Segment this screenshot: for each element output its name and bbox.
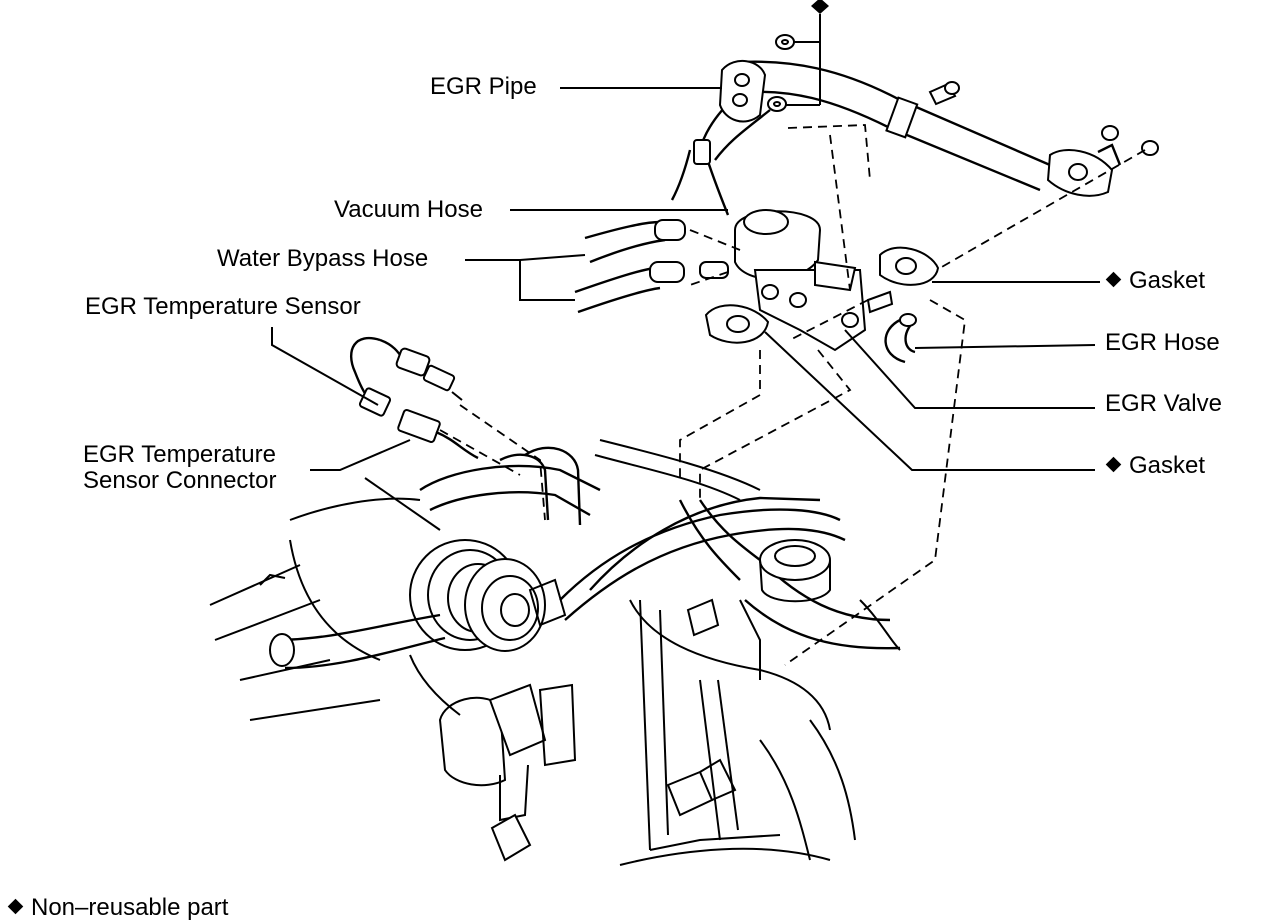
label-egr-temperature-sensor: EGR Temperature Sensor	[85, 293, 361, 320]
egr-hose-part	[866, 290, 917, 364]
label-gasket-lower-text: Gasket	[1129, 452, 1206, 479]
engine-assembly	[209, 439, 901, 866]
non-reusable-marker-top	[811, 0, 829, 14]
egr-valve	[734, 209, 867, 352]
non-reusable-diamond-icon	[7, 898, 24, 915]
water-bypass-hose	[574, 219, 729, 314]
label-egr-temperature-sensor-connector: EGR Temperature Sensor Connector	[83, 442, 276, 494]
gasket-upper-part	[879, 246, 940, 286]
vacuum-hose	[670, 139, 730, 216]
label-egr-pipe: EGR Pipe	[430, 73, 537, 100]
label-egr-hose: EGR Hose	[1105, 329, 1220, 356]
non-reusable-diamond-icon	[1105, 271, 1122, 288]
nuts	[767, 34, 1159, 156]
egr-temperature-sensor-connector	[397, 409, 479, 460]
label-water-bypass-hose: Water Bypass Hose	[217, 245, 429, 272]
legend-non-reusable-text: Non–reusable part	[31, 894, 229, 921]
gasket-lower-part	[704, 304, 770, 344]
label-gasket-lower: Gasket	[1105, 452, 1206, 479]
egr-pipe	[698, 60, 1122, 197]
label-gasket-upper-text: Gasket	[1129, 267, 1206, 294]
label-gasket-upper: Gasket	[1105, 267, 1206, 294]
alignment-dashed-lines	[439, 124, 1146, 666]
legend-non-reusable: Non–reusable part	[6, 895, 228, 921]
label-egr-valve: EGR Valve	[1105, 390, 1222, 417]
label-egr-temperature-sensor-connector-line2: Sensor Connector	[83, 467, 277, 494]
non-reusable-diamond-icon	[1105, 456, 1122, 473]
egr-temperature-sensor	[350, 337, 463, 417]
label-egr-temperature-sensor-connector-line1: EGR Temperature	[83, 441, 276, 468]
label-vacuum-hose: Vacuum Hose	[334, 196, 483, 223]
leader-lines	[271, 87, 1100, 471]
